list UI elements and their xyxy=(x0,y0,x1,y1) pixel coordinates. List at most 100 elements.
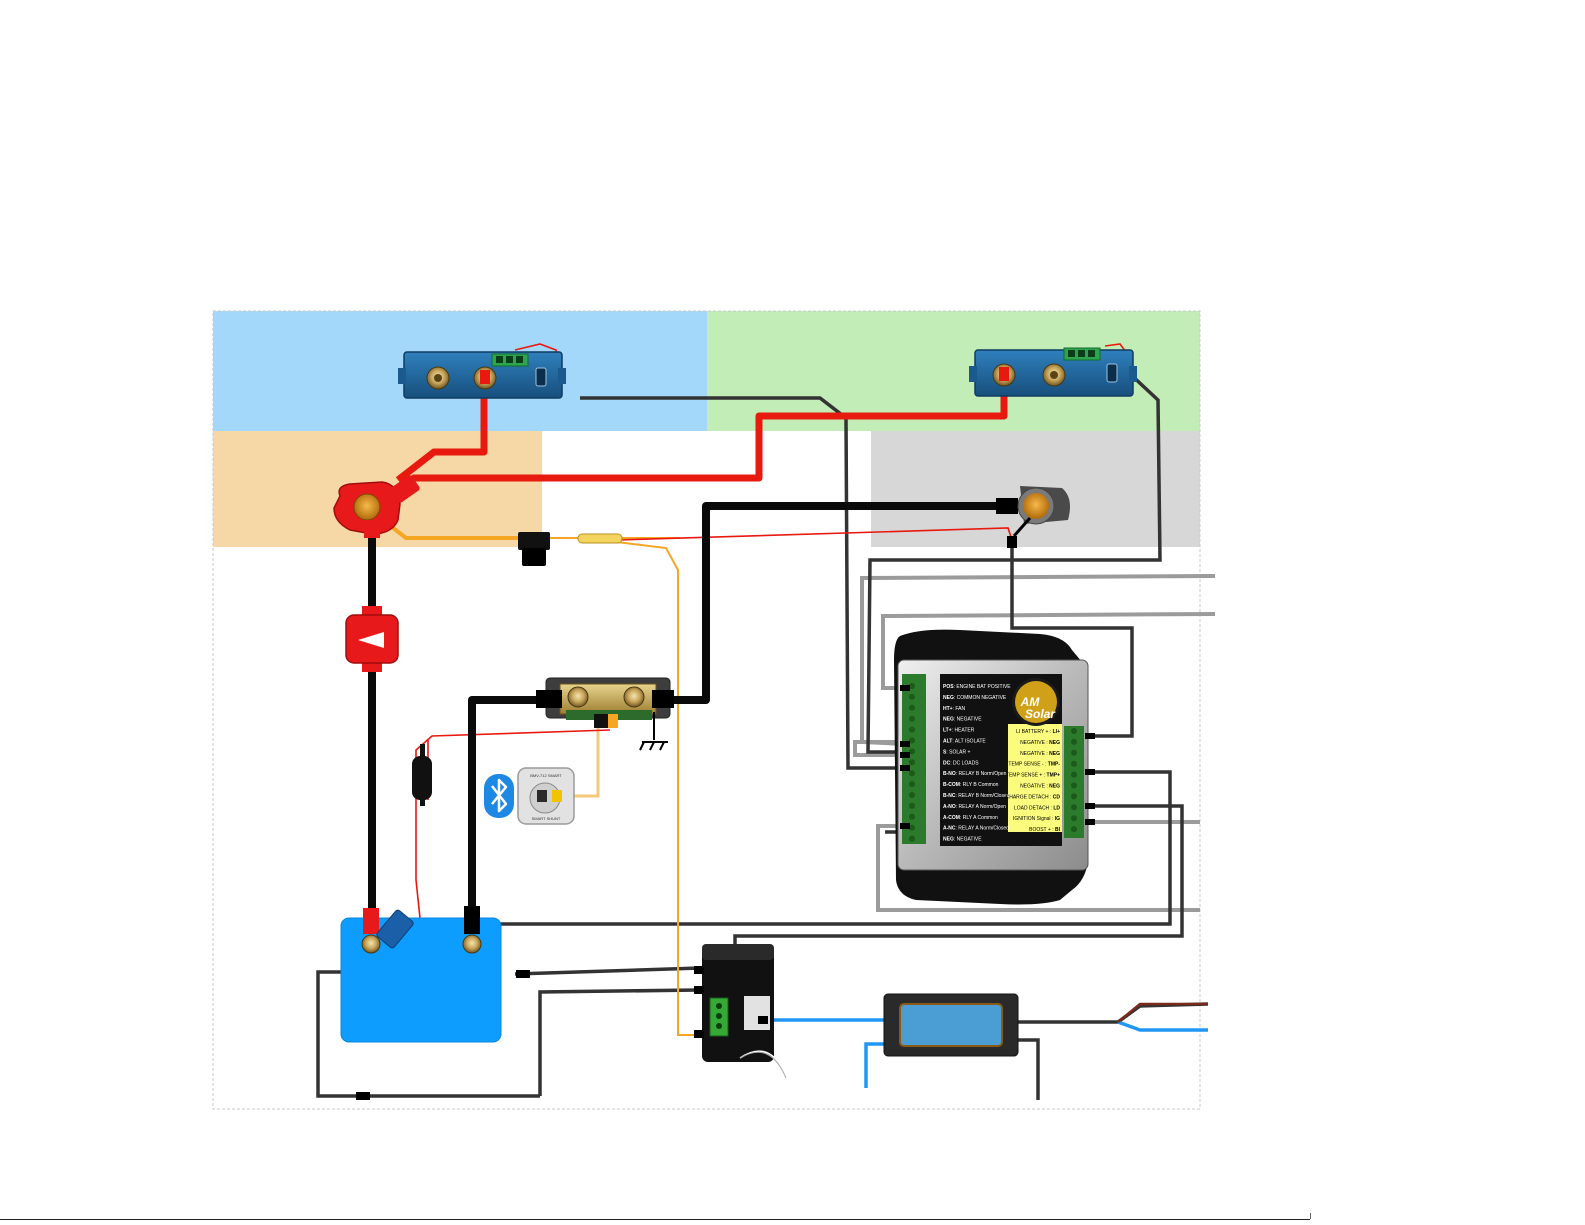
logo-solar: Solar xyxy=(1025,707,1056,721)
terminal-desc: LI BATTERY + : xyxy=(1016,729,1053,735)
terminal-code: NEG xyxy=(943,717,954,723)
terminal-screw xyxy=(909,759,915,766)
terminal-desc: : SOLAR + xyxy=(946,749,970,755)
ground-symbol-icon xyxy=(639,712,668,751)
terminal-desc: : NEGATIVE xyxy=(954,837,982,843)
terminal-code: IG xyxy=(1055,816,1060,822)
wire-ferrule xyxy=(1085,803,1095,809)
diagram-boundary xyxy=(212,310,1201,1110)
controller-left-terminal-label: B-NO: RELAY B Norm/Open xyxy=(943,771,1007,777)
terminal-desc: : FAN xyxy=(953,706,966,712)
connectors xyxy=(356,970,530,1100)
terminal-desc: TEMP SENSE + : xyxy=(1006,773,1047,779)
terminal-screw xyxy=(1071,826,1077,833)
controller-left-terminal-label: S: SOLAR + xyxy=(943,749,970,755)
terminal-screw xyxy=(909,824,915,831)
shunt-monitor-top-text: BMV-712 SMART xyxy=(530,773,562,778)
controller-right-terminal-label: TEMP SENSE + : TMP+ xyxy=(1006,773,1060,779)
shunt xyxy=(536,677,674,728)
terminal-screw xyxy=(909,770,915,777)
wire-ferrule xyxy=(900,752,910,758)
bottom-rule xyxy=(0,1219,1310,1220)
terminal-code: B-NO xyxy=(943,771,956,777)
starter-battery xyxy=(340,906,502,1043)
terminal-desc: NEGATIVE : xyxy=(1020,751,1049,757)
wire-ferrule xyxy=(900,741,910,747)
terminal-code: HT+ xyxy=(943,706,953,712)
bluetooth-icon xyxy=(484,774,514,818)
controller-right-terminal-label: NEGATIVE : NEG xyxy=(1020,784,1060,790)
terminal-desc: : COMMON NEGATIVE xyxy=(954,695,1007,701)
battery-switch xyxy=(333,475,420,538)
controller-left-terminal-label: HT+: FAN xyxy=(943,706,965,712)
controller-left-terminal-label: A-NO: RELAY A Norm/Open xyxy=(943,804,1006,810)
terminal-desc: : RELAY A Norm/Open xyxy=(956,804,1006,810)
terminal-screw xyxy=(909,715,915,722)
controller-left-terminal-label: A-COM: RLY A Common xyxy=(943,815,998,821)
controller-right-terminal-label: TEMP SENSE - : TMP- xyxy=(1008,762,1060,768)
terminal-desc: : RELAY A Norm/Closed xyxy=(956,826,1010,832)
wire-ferrule xyxy=(900,765,910,771)
terminal-code: CD xyxy=(1053,794,1061,800)
terminal-screw xyxy=(909,748,915,755)
terminal-code: TMP+ xyxy=(1047,773,1061,779)
terminal-desc: : RLY B Common xyxy=(960,782,999,788)
wire-ferrule xyxy=(1085,733,1095,739)
controller-right-terminal-label: BOOST + : BI xyxy=(1029,827,1061,833)
terminal-code: A-NC xyxy=(943,826,956,832)
controller-right-terminal-label: NEGATIVE : NEG xyxy=(1020,740,1060,746)
controller-left-terminal-label: B-COM: RLY B Common xyxy=(943,782,999,788)
terminal-screw xyxy=(909,792,915,798)
terminal-screw xyxy=(909,835,915,842)
shunt-monitor-bottom-text: SMART SHUNT xyxy=(532,816,561,821)
terminal-screw xyxy=(909,683,915,689)
terminal-code: BI xyxy=(1055,827,1061,833)
terminal-desc: : ENGINE BAT POSITIVE xyxy=(954,684,1012,690)
terminal-code: LI+ xyxy=(1053,729,1060,735)
wire-ferrule xyxy=(1085,819,1095,825)
controller-left-terminal-label: NEG: COMMON NEGATIVE xyxy=(943,695,1007,701)
controller-right-terminal-label: NEGATIVE : NEG xyxy=(1020,751,1060,757)
terminal-screw xyxy=(1071,793,1077,800)
logo-am: AM xyxy=(1020,695,1041,709)
dc-dc-charger xyxy=(694,944,787,1079)
terminal-code: LT+ xyxy=(943,728,952,734)
gray-wires xyxy=(853,574,1216,912)
bottom-tick xyxy=(1310,1213,1311,1219)
terminal-screw xyxy=(909,802,915,809)
controller-right-terminal-label: CHARGE DETACH : CD xyxy=(1006,794,1061,800)
controller-left-terminal-label: POS: ENGINE BAT POSITIVE xyxy=(943,684,1011,690)
terminal-desc: NEGATIVE : xyxy=(1020,740,1049,746)
controller-left-terminal-label: LT+: HEATER xyxy=(943,728,975,734)
terminal-code: DC xyxy=(943,760,951,766)
brown-wire xyxy=(1117,1002,1208,1023)
terminal-code: NEG xyxy=(943,695,954,701)
terminal-screw xyxy=(909,693,915,700)
terminal-desc: : RLY A Common xyxy=(960,815,998,821)
controller-left-terminal-label: NEG: NEGATIVE xyxy=(943,837,982,843)
terminal-screw xyxy=(1071,815,1077,822)
terminal-desc: : ALT ISOLATE xyxy=(952,739,986,745)
shore-charger xyxy=(883,993,1019,1057)
terminal-code: POS xyxy=(943,684,954,690)
controller-left-terminal-label: NEG: NEGATIVE xyxy=(943,717,982,723)
terminal-screw xyxy=(1071,804,1077,811)
controller-right-terminal-label: LI BATTERY + : LI+ xyxy=(1016,729,1060,735)
terminal-code: LD xyxy=(1053,805,1060,811)
terminal-desc: : RELAY B Norm/Open xyxy=(956,771,1007,777)
inline-fuse-icon xyxy=(412,744,432,806)
terminal-code: ALT xyxy=(943,739,952,745)
fuse-holder xyxy=(518,532,550,566)
terminal-desc: : DC LOADS xyxy=(950,760,979,766)
terminal-screw xyxy=(909,781,915,788)
terminal-screw xyxy=(1071,728,1077,734)
controller-left-terminal-label: A-NC: RELAY A Norm/Closed xyxy=(943,826,1009,832)
terminal-code: NEG xyxy=(1049,740,1060,746)
terminal-desc: IGNITION Signal : xyxy=(1013,816,1055,822)
lithium-battery-left xyxy=(398,351,566,399)
terminal-screw xyxy=(909,813,915,820)
terminal-code: A-NO xyxy=(943,804,956,810)
black-cables xyxy=(368,502,1004,912)
